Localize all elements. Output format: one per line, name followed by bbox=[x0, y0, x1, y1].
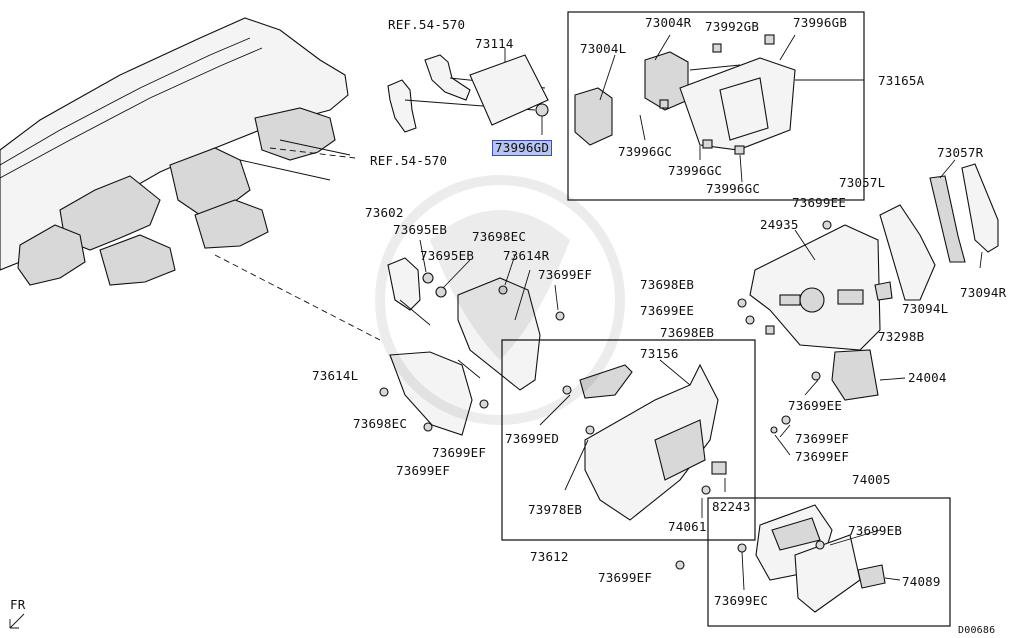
label-73699EF-c[interactable]: 73699EF bbox=[432, 445, 487, 460]
label-73698EC-b[interactable]: 73698EC bbox=[353, 416, 408, 431]
label-73699EF-a[interactable]: 73699EF bbox=[538, 267, 593, 282]
label-73699EF-d[interactable]: 73699EF bbox=[795, 449, 850, 464]
label-73699EE-c[interactable]: 73699EE bbox=[788, 398, 843, 413]
box-74005 bbox=[707, 497, 951, 627]
leader-dash-1 bbox=[214, 254, 381, 341]
vent-assembly bbox=[574, 34, 864, 183]
box-73165A bbox=[567, 11, 865, 201]
label-73996GC-b[interactable]: 73996GC bbox=[668, 163, 723, 178]
label-73698EC-a[interactable]: 73698EC bbox=[472, 229, 527, 244]
label-73699EE-b[interactable]: 73699EE bbox=[640, 303, 695, 318]
label-73978EB[interactable]: 73978EB bbox=[528, 502, 583, 517]
label-73114[interactable]: 73114 bbox=[475, 36, 514, 51]
storage-box-parts bbox=[737, 504, 886, 613]
label-73695EB-a[interactable]: 73695EB bbox=[393, 222, 448, 237]
label-73996GD-highlighted[interactable]: 73996GD bbox=[492, 140, 553, 156]
label-73614R[interactable]: 73614R bbox=[503, 248, 550, 263]
label-73699EC[interactable]: 73699EC bbox=[714, 593, 769, 608]
fr-arrow-icon bbox=[9, 613, 25, 629]
label-ref-top: REF.54-570 bbox=[388, 17, 466, 32]
label-73996GC-a[interactable]: 73996GC bbox=[618, 144, 673, 159]
label-73695EB-b[interactable]: 73695EB bbox=[420, 248, 475, 263]
label-73698EB-a[interactable]: 73698EB bbox=[640, 277, 695, 292]
label-73094R[interactable]: 73094R bbox=[960, 285, 1007, 300]
leader-lines bbox=[419, 34, 901, 581]
trim-right bbox=[879, 159, 999, 301]
label-73612[interactable]: 73612 bbox=[530, 549, 569, 564]
direction-label: FR bbox=[10, 597, 26, 612]
label-73057R[interactable]: 73057R bbox=[937, 145, 984, 160]
label-73057L[interactable]: 73057L bbox=[839, 175, 886, 190]
label-73156[interactable]: 73156 bbox=[640, 346, 679, 361]
label-73992GB[interactable]: 73992GB bbox=[705, 19, 760, 34]
center-bezel bbox=[737, 220, 906, 401]
box-73612 bbox=[501, 339, 756, 541]
label-74005[interactable]: 74005 bbox=[852, 472, 891, 487]
label-73298B[interactable]: 73298B bbox=[878, 329, 925, 344]
diagram-code: D00686 bbox=[958, 625, 996, 636]
label-73602[interactable]: 73602 bbox=[365, 205, 404, 220]
dashboard-panel bbox=[0, 17, 351, 286]
ref-brackets bbox=[387, 54, 546, 133]
label-73165A[interactable]: 73165A bbox=[878, 73, 925, 88]
label-73699EB[interactable]: 73699EB bbox=[848, 523, 903, 538]
label-73094L[interactable]: 73094L bbox=[902, 301, 949, 316]
label-82243[interactable]: 82243 bbox=[712, 499, 751, 514]
bracket-73114 bbox=[469, 48, 549, 135]
label-74061[interactable]: 74061 bbox=[668, 519, 707, 534]
label-73699ED[interactable]: 73699ED bbox=[505, 431, 560, 446]
label-73699EF-b[interactable]: 73699EF bbox=[795, 431, 850, 446]
label-73699EF-e[interactable]: 73699EF bbox=[396, 463, 451, 478]
label-73699EE-a[interactable]: 73699EE bbox=[792, 195, 847, 210]
leader-dash-2 bbox=[269, 147, 356, 159]
label-24004[interactable]: 24004 bbox=[908, 370, 947, 385]
label-73996GB[interactable]: 73996GB bbox=[793, 15, 848, 30]
label-73614L[interactable]: 73614L bbox=[312, 368, 359, 383]
label-73004R[interactable]: 73004R bbox=[645, 15, 692, 30]
watermark-logo bbox=[375, 175, 625, 425]
label-73004L[interactable]: 73004L bbox=[580, 41, 627, 56]
label-73698EB-b[interactable]: 73698EB bbox=[660, 325, 715, 340]
lower-console bbox=[539, 363, 791, 570]
label-74089[interactable]: 74089 bbox=[902, 574, 941, 589]
label-73699EF-f[interactable]: 73699EF bbox=[598, 570, 653, 585]
label-73996GC-c[interactable]: 73996GC bbox=[706, 181, 761, 196]
label-24935[interactable]: 24935 bbox=[760, 217, 799, 232]
label-ref-bottom: REF.54-570 bbox=[370, 153, 448, 168]
